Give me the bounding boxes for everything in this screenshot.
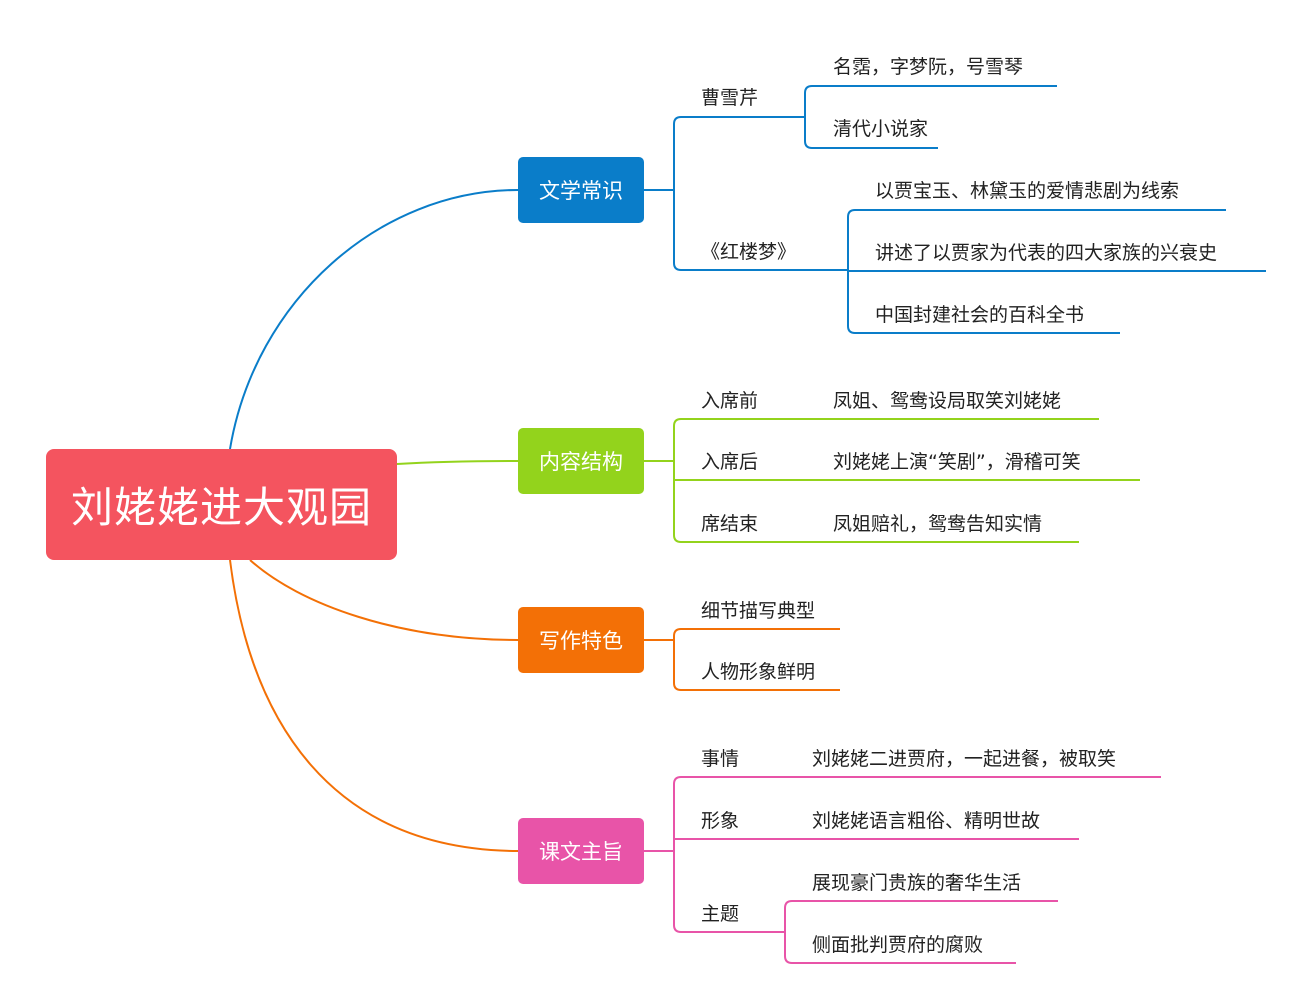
branch-literature[interactable]: 文学常识: [518, 157, 644, 223]
node-image-detail[interactable]: 刘姥姥语言粗俗、精明世故: [812, 810, 1041, 832]
node-topic[interactable]: 主题: [701, 903, 740, 925]
root-label: 刘姥姥进大观园: [70, 483, 372, 532]
branch-theme[interactable]: 课文主旨: [518, 818, 644, 884]
content-subtree-lines: [644, 418, 1140, 543]
branch-content-label: 内容结构: [539, 450, 623, 474]
branch-literature-label: 文学常识: [539, 179, 623, 203]
node-novel-encyclopedia[interactable]: 中国封建社会的百科全书: [875, 304, 1085, 326]
node-during-banquet-detail[interactable]: 刘姥姥上演“笑剧”，滑稽可笑: [833, 451, 1081, 473]
node-detail-description[interactable]: 细节描写典型: [701, 600, 816, 622]
link-literature: [229, 189, 519, 450]
link-content: [396, 460, 519, 465]
node-topic-criticism[interactable]: 侧面批判贾府的腐败: [812, 934, 984, 956]
node-novel-clue[interactable]: 以贾宝玉、林黛玉的爱情悲剧为线索: [875, 180, 1180, 202]
node-author-name[interactable]: 名霑，字梦阮，号雪琴: [833, 56, 1024, 78]
branch-writing[interactable]: 写作特色: [518, 607, 644, 673]
root-node[interactable]: 刘姥姥进大观园: [46, 449, 397, 560]
node-after-banquet[interactable]: 席结束: [701, 513, 759, 535]
theme-subtree-lines: [644, 776, 1161, 964]
branch-writing-label: 写作特色: [539, 629, 623, 653]
node-image[interactable]: 形象: [701, 810, 740, 832]
link-writing: [249, 559, 519, 641]
node-novel-story[interactable]: 讲述了以贾家为代表的四大家族的兴衰史: [875, 242, 1218, 264]
literature-subtree-lines: [644, 85, 1266, 334]
link-theme: [229, 559, 519, 852]
node-vivid-characters[interactable]: 人物形象鲜明: [701, 661, 816, 683]
writing-subtree-lines: [644, 628, 840, 691]
node-author-dynasty[interactable]: 清代小说家: [833, 118, 929, 140]
node-before-banquet-detail[interactable]: 凤姐、鸳鸯设局取笑刘姥姥: [833, 390, 1062, 412]
node-matter-detail[interactable]: 刘姥姥二进贾府，一起进餐，被取笑: [812, 748, 1117, 770]
node-topic-luxury[interactable]: 展现豪门贵族的奢华生活: [812, 872, 1022, 894]
node-after-banquet-detail[interactable]: 凤姐赔礼，鸳鸯告知实情: [833, 513, 1043, 535]
node-novel[interactable]: 《红楼梦》: [701, 241, 797, 263]
branch-theme-label: 课文主旨: [539, 840, 623, 864]
node-matter[interactable]: 事情: [701, 748, 740, 770]
node-author[interactable]: 曹雪芹: [701, 87, 759, 109]
branch-content[interactable]: 内容结构: [518, 428, 644, 494]
node-before-banquet[interactable]: 入席前: [701, 390, 759, 412]
node-during-banquet[interactable]: 入席后: [701, 451, 759, 473]
